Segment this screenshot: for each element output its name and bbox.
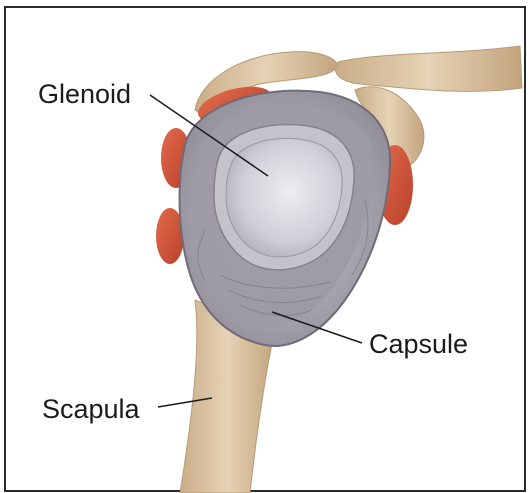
glenoid-label: Glenoid bbox=[38, 81, 131, 108]
capsule-label: Capsule bbox=[369, 331, 468, 358]
scapula-label: Scapula bbox=[42, 396, 140, 423]
